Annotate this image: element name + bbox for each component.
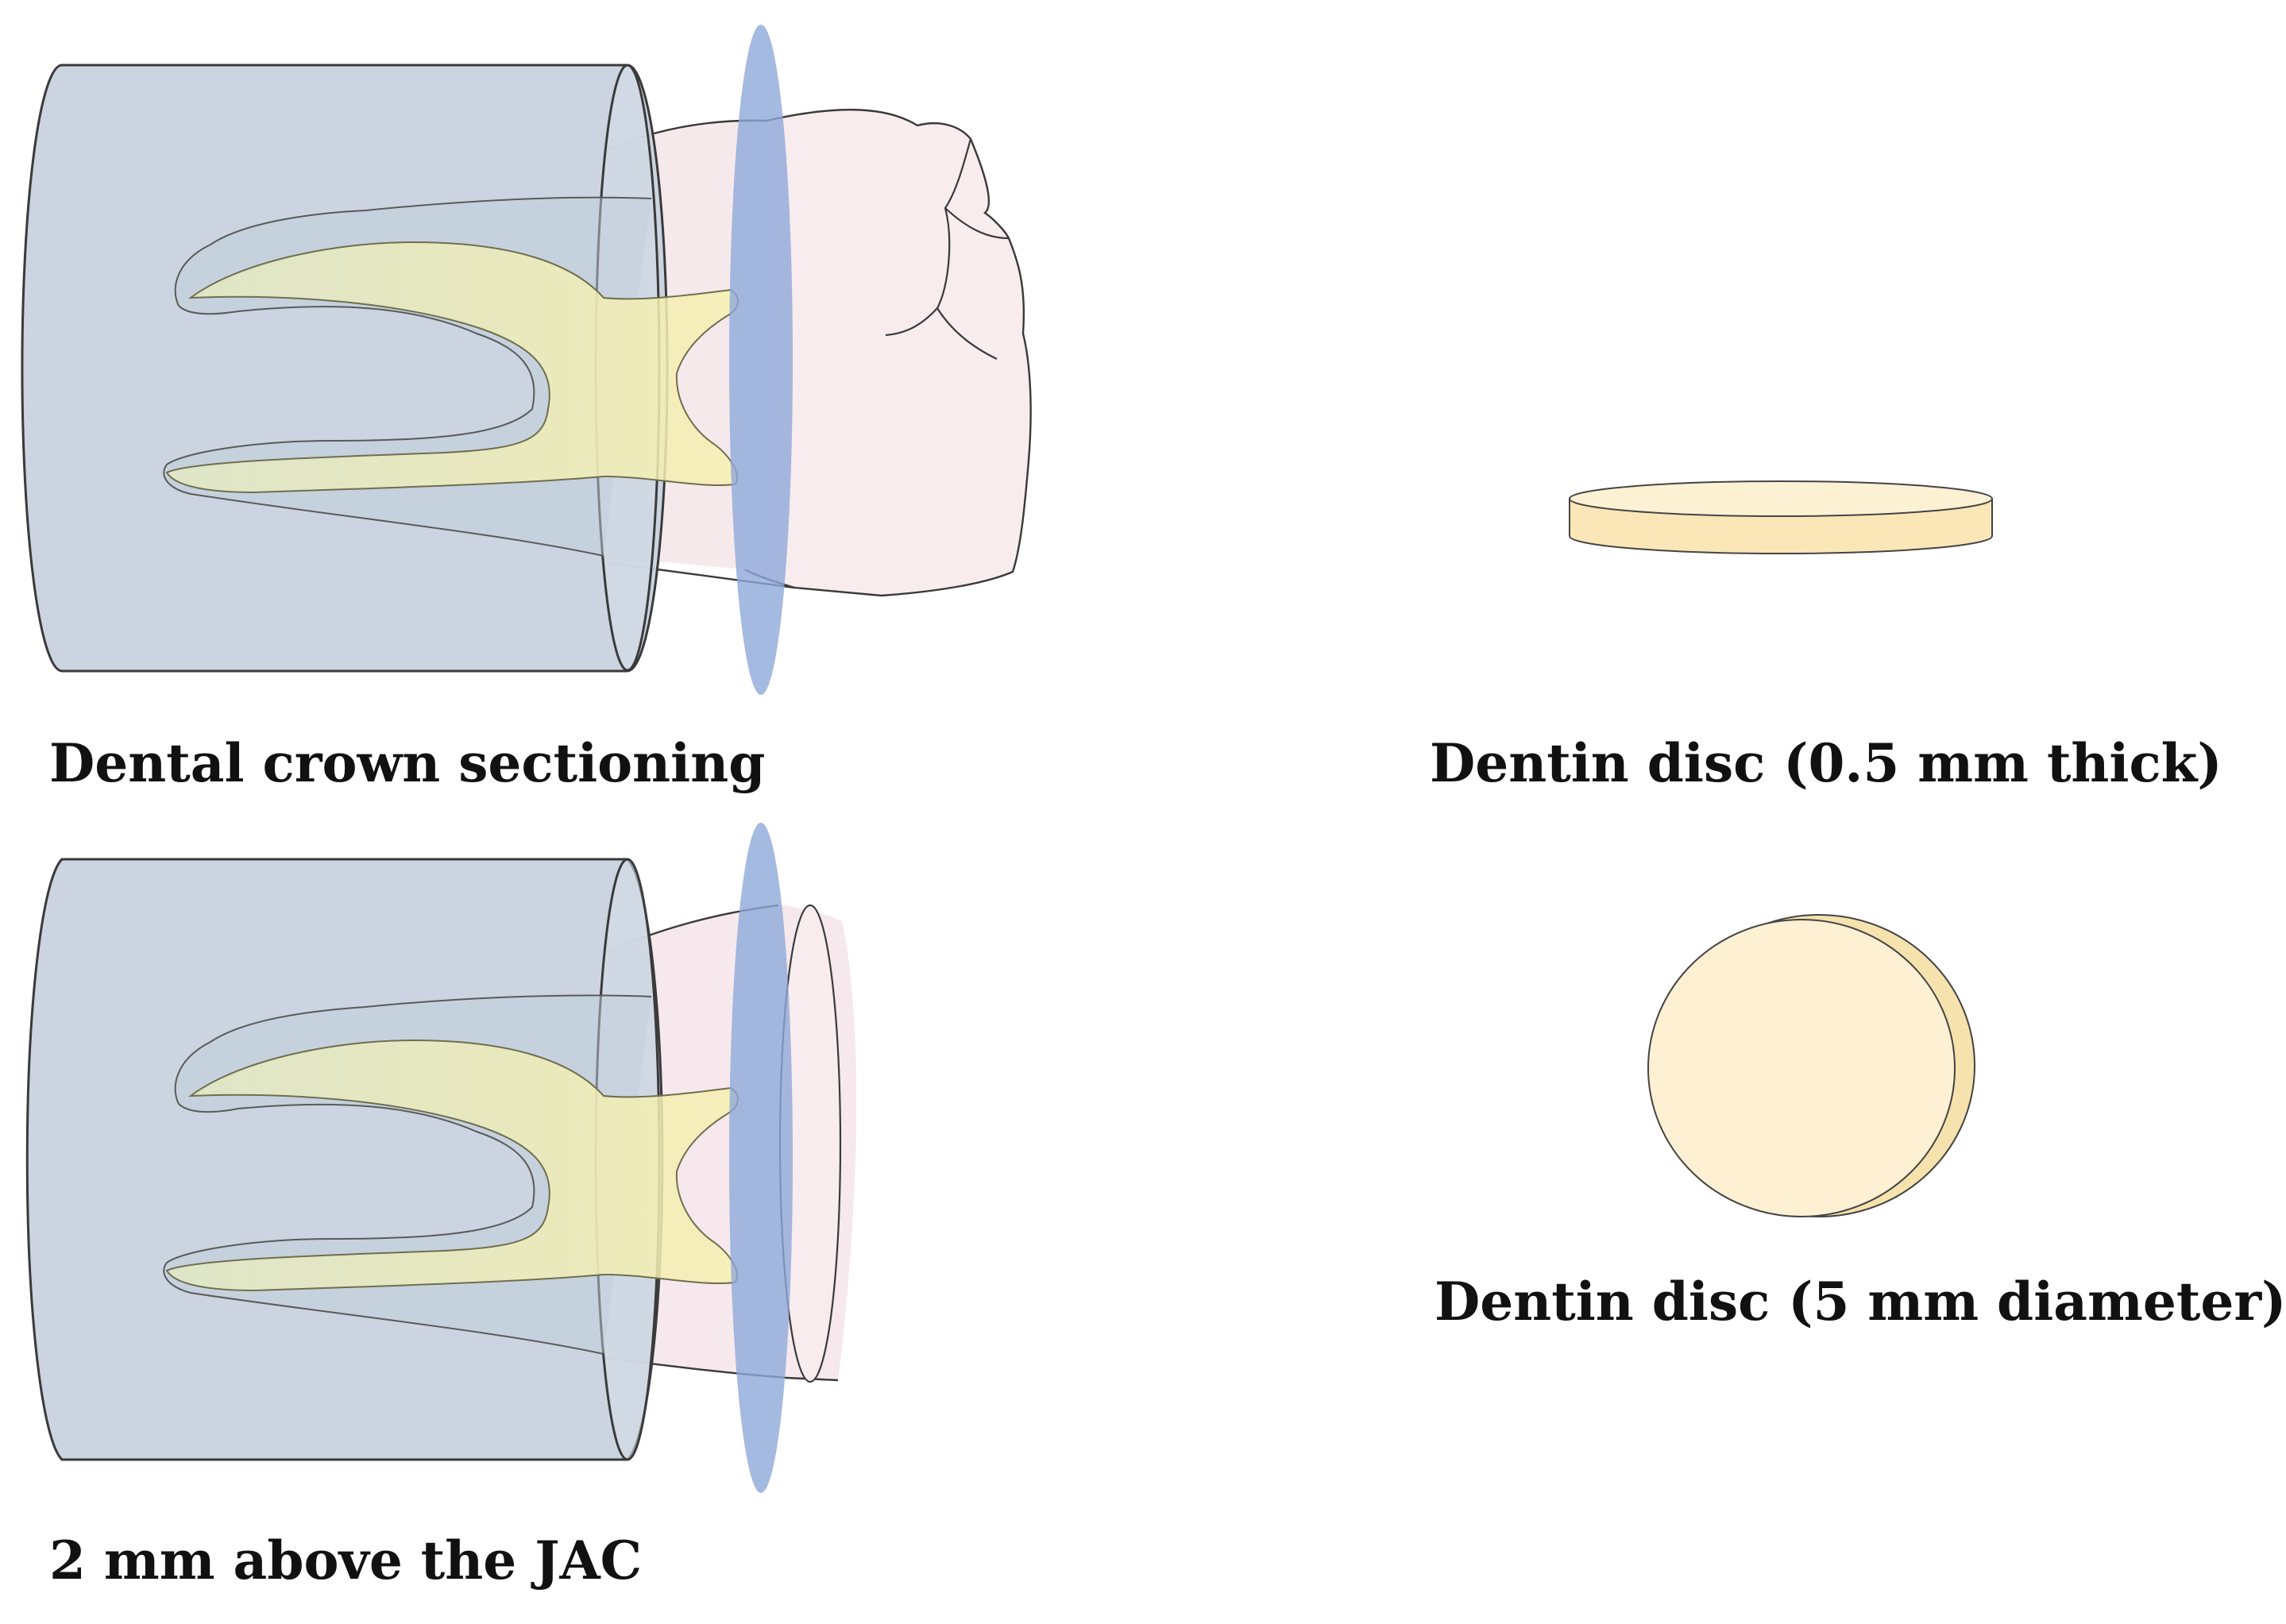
dentin-disc-preparation-figure: Dental crown sectioning 2 mm above the J… bbox=[21, 25, 2286, 1591]
cutting-plane bbox=[729, 25, 793, 695]
caption-above-jac: 2 mm above the JAC bbox=[49, 1529, 643, 1591]
pulp-canal-2 bbox=[165, 1039, 739, 1292]
disc-top-surface bbox=[1569, 480, 1993, 517]
diagram-canvas bbox=[21, 25, 1993, 1493]
disc-face bbox=[1647, 919, 1956, 1217]
jac-section-panel bbox=[25, 823, 857, 1493]
tooth-crown bbox=[737, 108, 1032, 597]
caption-disc-diameter: Dentin disc (5 mm diameter) bbox=[1435, 1271, 2286, 1333]
dentin-disc-side-view bbox=[1569, 480, 1993, 554]
cutting-plane-2 bbox=[729, 823, 793, 1493]
dentin-disc-front-view bbox=[1647, 914, 1975, 1217]
crown-sectioning-panel bbox=[21, 25, 1032, 695]
pulp-canal bbox=[165, 241, 739, 494]
caption-crown-sectioning: Dental crown sectioning bbox=[49, 732, 766, 794]
caption-disc-thickness: Dentin disc (0.5 mm thick) bbox=[1430, 732, 2222, 794]
crown-fissure-line bbox=[885, 138, 1010, 360]
